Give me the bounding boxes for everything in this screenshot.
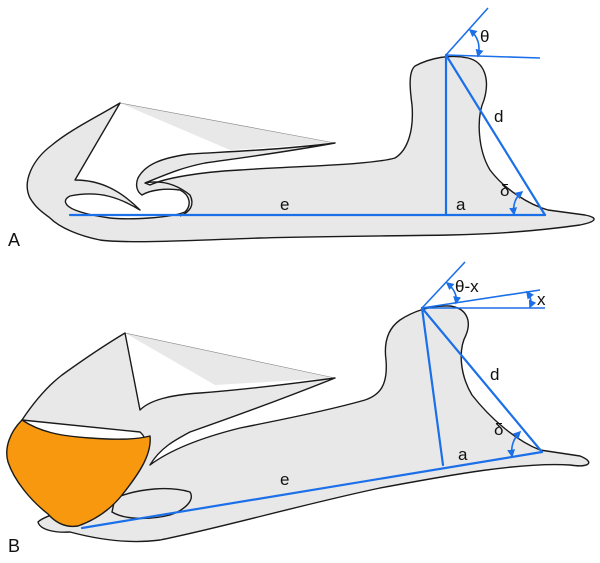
line-d-a — [444, 53, 547, 217]
muscle-wedge-b — [125, 333, 335, 385]
label-a-a: a — [456, 195, 466, 214]
panel-label-a: A — [8, 230, 20, 250]
lower-process-b — [111, 487, 192, 520]
arc-delta-b — [507, 430, 522, 458]
muscle-wedge-outline-b — [124, 332, 336, 379]
label-delta-b: δ — [494, 420, 503, 439]
dentary-highlight-b — [6, 419, 151, 528]
muscle-wedge-a — [120, 103, 335, 150]
line-theta-ray2-a — [445, 54, 541, 59]
arc-theta-minus-x-b — [445, 281, 462, 305]
label-e-b: e — [280, 470, 289, 489]
mandible-bone-a — [26, 55, 595, 243]
label-a-b: a — [458, 445, 468, 464]
arc-theta-a — [468, 28, 484, 58]
line-a-b — [420, 306, 445, 467]
panel-label-b: B — [8, 536, 20, 556]
line-d-b — [420, 306, 544, 454]
line-theta-ray1-b — [421, 261, 466, 309]
panel-b: θ-x x d δ a e B — [6, 261, 590, 556]
arc-x-b — [526, 290, 537, 309]
label-theta-a: θ — [480, 27, 489, 46]
line-tilted-ref-b — [421, 289, 541, 309]
line-theta-ray1-a — [445, 7, 489, 56]
label-theta-minus-x-b: θ-x — [455, 277, 479, 296]
label-x-b: x — [537, 290, 546, 309]
muscle-wedge-outline-a — [119, 102, 336, 144]
label-delta-a: δ — [500, 181, 509, 200]
label-d-b: d — [490, 365, 499, 384]
line-e-b — [80, 450, 544, 530]
label-e-a: e — [280, 195, 289, 214]
arc-delta-a — [509, 190, 524, 216]
inner-contour-a — [144, 181, 193, 217]
label-d-a: d — [494, 107, 503, 126]
panel-a: θ d δ a e A — [8, 7, 595, 250]
